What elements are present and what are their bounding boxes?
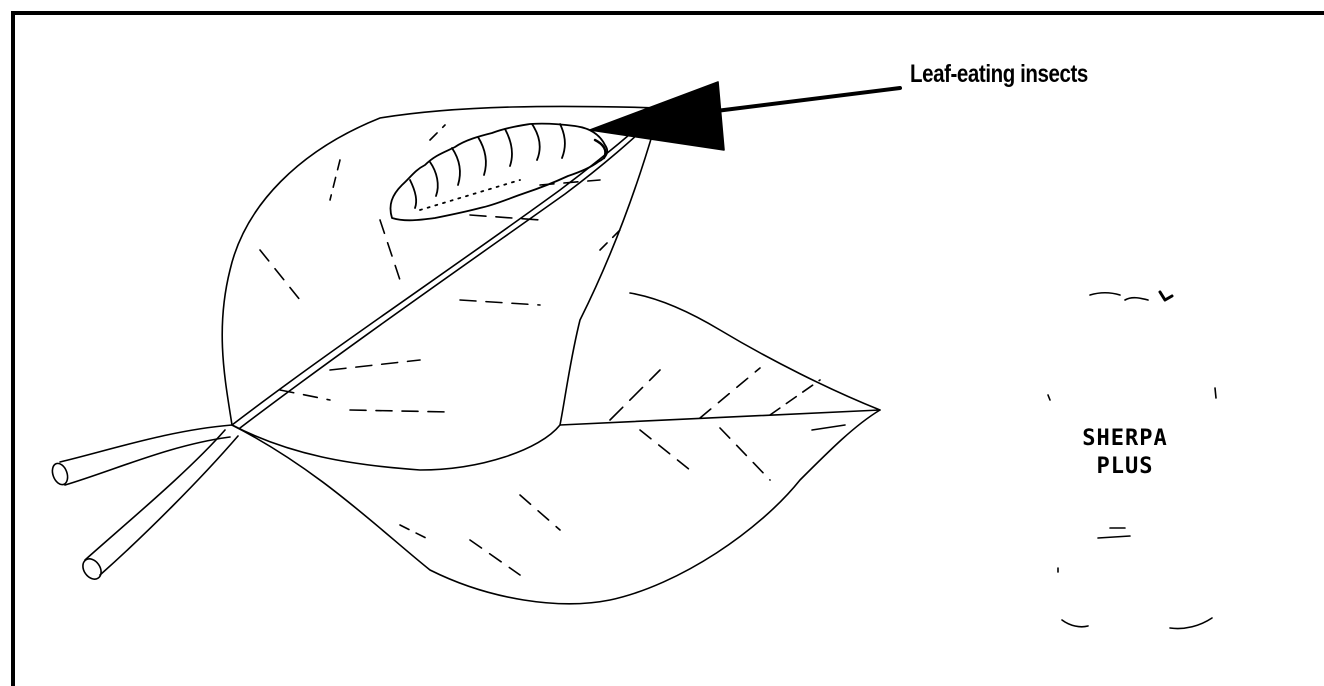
back-leaf-vein [812,425,845,430]
caterpillar-segment [478,137,486,175]
leaf-stems [50,425,238,583]
back-leaf-vein [640,430,690,470]
bottle-base-trace [1170,618,1212,629]
front-leaf-vein [430,125,445,140]
front-leaf [222,106,662,470]
callout-arrow-line [700,88,900,113]
back-leaf-vein [520,495,560,530]
back-leaf-vein [470,540,520,575]
caterpillar-segment [452,148,460,185]
product-name-line1: SHERPA [1030,425,1220,453]
front-leaf-vein [600,230,620,250]
bottle-cap-trace [1090,293,1120,295]
caterpillar-spiracles [420,180,520,210]
caterpillar-segment [560,124,565,158]
upper-stem-end [50,461,71,486]
front-leaf-vein [460,300,540,305]
back-leaf-vein [720,428,770,480]
caterpillar-body [390,124,607,221]
front-leaf-midrib [232,108,660,425]
bottle-cap-trace [1125,298,1148,300]
back-leaf-outline [232,293,880,604]
upper-stem-lower-edge [65,437,230,485]
back-leaf-vein [770,380,820,415]
front-leaf-vein [330,160,340,200]
bottle-label-trace [1098,536,1130,538]
front-leaf-vein [280,390,330,400]
caterpillar-segment [430,162,438,196]
front-leaf-vein [350,410,450,412]
bottle-shoulder-trace [1048,395,1050,400]
front-leaf-vein [380,220,400,280]
upper-stem [60,425,232,462]
back-leaf-midrib [560,410,880,425]
front-leaf-vein [470,215,540,220]
back-leaf-vein [400,525,430,540]
back-leaf-vein [700,368,760,418]
product-name-line2: PLUS [1030,453,1220,481]
back-leaf-vein [610,370,660,420]
bottle-shoulder-trace [1215,388,1216,398]
front-leaf-outline [222,106,660,470]
caterpillar-segment [532,124,540,160]
lower-stem-right-edge [100,436,238,575]
caterpillar-segment [505,129,512,166]
bottle-cap-mark [1160,292,1172,300]
caterpillar [390,124,607,221]
bottle-base-trace [1062,620,1088,627]
lower-stem-end [79,555,105,582]
callout-label: Leaf-eating insects [910,60,1088,89]
front-leaf-vein [260,250,300,300]
caterpillar-segment [410,180,416,208]
product-label: SHERPA PLUS [1030,425,1220,481]
back-leaf [232,293,880,604]
callout-arrow [590,82,900,150]
front-leaf-vein [330,360,420,370]
callout-arrowhead [590,82,724,150]
